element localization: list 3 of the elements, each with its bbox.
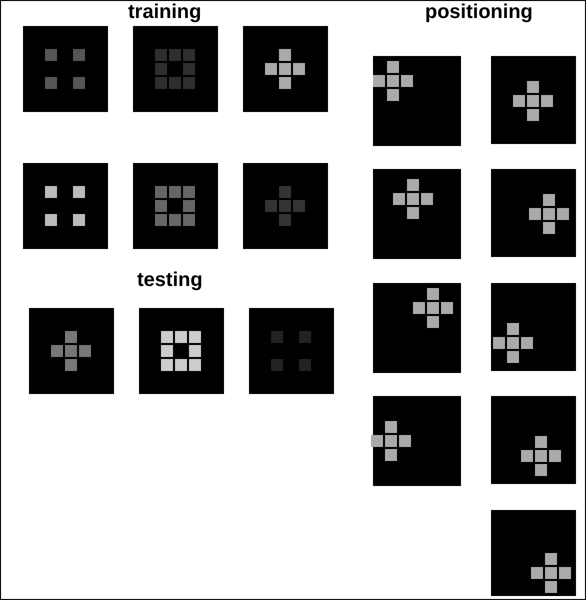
panel-heading: positioning [425,1,533,24]
panel-heading: testing [137,269,203,292]
panel-heading: training [128,1,202,24]
